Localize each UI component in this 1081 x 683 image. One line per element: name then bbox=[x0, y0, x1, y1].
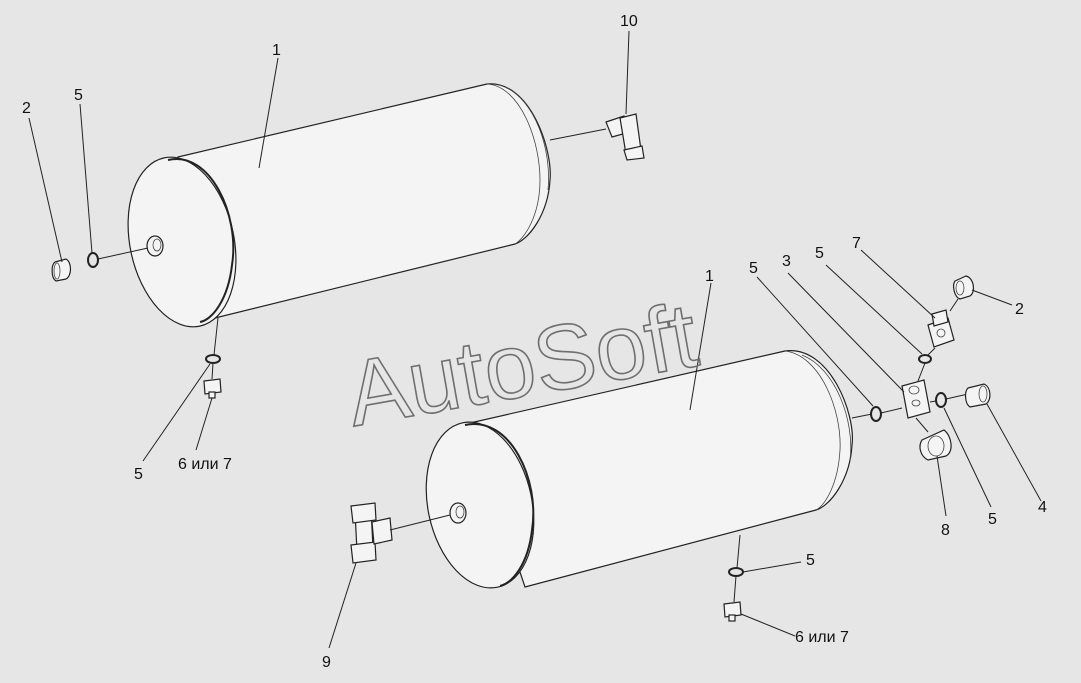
plug-2-right bbox=[953, 275, 975, 300]
cap-8 bbox=[919, 429, 952, 461]
label-8: 8 bbox=[941, 522, 950, 539]
drain-valve-bottom bbox=[723, 601, 742, 622]
valve-7 bbox=[927, 309, 955, 348]
label-5-mid-b: 5 bbox=[815, 245, 824, 262]
label-9: 9 bbox=[322, 654, 331, 671]
label-10: 10 bbox=[620, 13, 638, 30]
seal-ring-5-bottom bbox=[728, 567, 744, 577]
seal-ring-5-mid-a bbox=[870, 406, 882, 422]
leader-lines bbox=[28, 30, 1042, 649]
seal-ring-5-mid-b bbox=[918, 354, 932, 364]
label-5-bottom: 5 bbox=[806, 552, 815, 569]
drain-valve-left bbox=[203, 378, 222, 399]
tee-block-3 bbox=[901, 379, 931, 419]
label-5-right: 5 bbox=[988, 511, 997, 528]
label-5-left-bottom: 5 bbox=[134, 466, 143, 483]
seal-ring-5-top-left bbox=[87, 252, 99, 268]
label-5-top-left: 5 bbox=[74, 87, 83, 104]
label-6-or-7-left: 6 или 7 bbox=[178, 456, 232, 473]
tank-upper bbox=[127, 83, 551, 328]
label-3: 3 bbox=[782, 253, 791, 270]
elbow-fitting-10 bbox=[605, 113, 645, 161]
plug-2-left bbox=[51, 258, 72, 282]
label-2-right: 2 bbox=[1015, 301, 1024, 318]
label-7: 7 bbox=[852, 235, 861, 252]
seal-ring-5-right bbox=[935, 392, 947, 408]
fitting-4 bbox=[964, 383, 991, 408]
label-1-top: 1 bbox=[272, 42, 281, 59]
label-1-bottom: 1 bbox=[705, 268, 714, 285]
tee-fitting-9 bbox=[350, 502, 393, 564]
label-6-or-7-bottom: 6 или 7 bbox=[795, 629, 849, 646]
seal-ring-5-left-bottom bbox=[205, 354, 221, 364]
tank-lower bbox=[425, 350, 853, 589]
label-4: 4 bbox=[1038, 499, 1047, 516]
label-5-mid-a: 5 bbox=[749, 260, 758, 277]
label-2-left: 2 bbox=[22, 100, 31, 117]
